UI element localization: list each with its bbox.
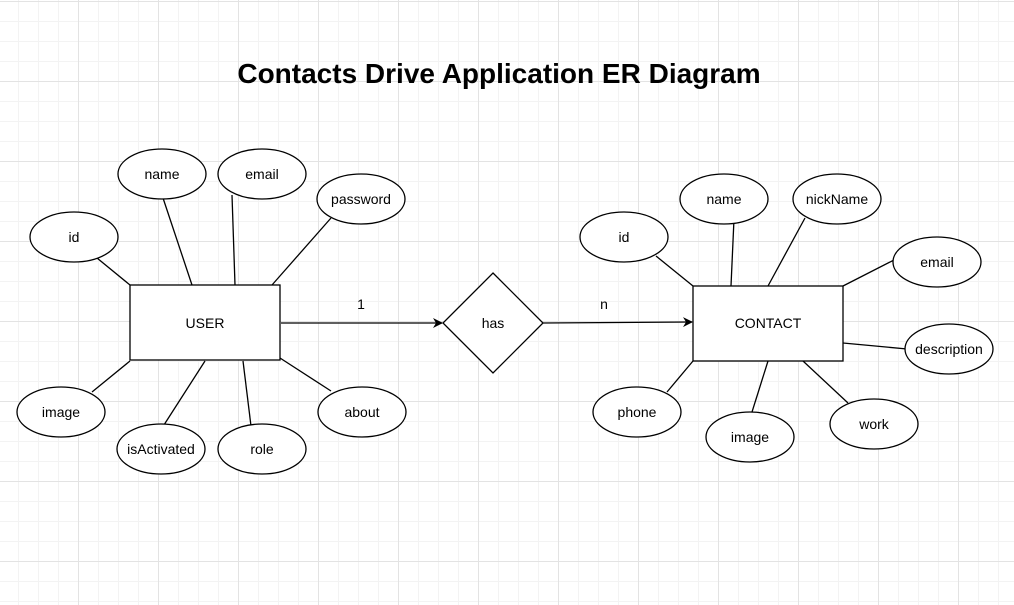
has-contact-connector — [542, 317, 693, 328]
contact-attr-description[interactable]: description — [904, 323, 994, 375]
contact-attr-work[interactable]: work — [829, 398, 919, 450]
svg-text:phone: phone — [618, 404, 657, 420]
contact-connectors — [655, 217, 908, 413]
cardinality-user: 1 — [357, 296, 365, 312]
contact-attr-id[interactable]: id — [579, 211, 669, 263]
contact-entity-label: CONTACT — [735, 315, 802, 331]
svg-text:nickName: nickName — [806, 191, 868, 207]
user-attr-password[interactable]: password — [316, 173, 406, 225]
has-relationship[interactable]: has — [442, 272, 544, 374]
svg-text:isActivated: isActivated — [127, 441, 195, 457]
svg-text:password: password — [331, 191, 391, 207]
user-attr-about[interactable]: about — [317, 386, 407, 438]
svg-text:description: description — [915, 341, 983, 357]
svg-text:id: id — [69, 229, 80, 245]
contact-entity[interactable]: CONTACT — [692, 285, 844, 362]
svg-text:work: work — [858, 416, 890, 432]
cardinality-contact: n — [600, 296, 608, 312]
user-attr-id[interactable]: id — [29, 211, 119, 263]
svg-text:id: id — [619, 229, 630, 245]
svg-text:about: about — [344, 404, 379, 420]
contact-attr-name[interactable]: name — [679, 173, 769, 225]
svg-text:role: role — [250, 441, 274, 457]
contact-attr-email[interactable]: email — [892, 236, 982, 288]
user-connectors — [91, 194, 332, 429]
contact-attr-phone[interactable]: phone — [592, 386, 682, 438]
svg-text:name: name — [706, 191, 741, 207]
user-attr-name[interactable]: name — [117, 148, 207, 200]
relationship-label: has — [482, 315, 505, 331]
diagram-title: Contacts Drive Application ER Diagram — [237, 58, 760, 89]
user-entity[interactable]: USER — [129, 284, 281, 361]
user-attr-role[interactable]: role — [217, 423, 307, 475]
svg-text:name: name — [144, 166, 179, 182]
svg-text:image: image — [42, 404, 80, 420]
contact-attr-nickname[interactable]: nickName — [792, 173, 882, 225]
user-attr-image[interactable]: image — [16, 386, 106, 438]
contact-attr-image[interactable]: image — [705, 411, 795, 463]
svg-text:image: image — [731, 429, 769, 445]
svg-text:email: email — [920, 254, 953, 270]
user-attr-email[interactable]: email — [217, 148, 307, 200]
user-attr-isactivated[interactable]: isActivated — [116, 423, 206, 475]
user-entity-label: USER — [186, 315, 225, 331]
svg-text:email: email — [245, 166, 278, 182]
